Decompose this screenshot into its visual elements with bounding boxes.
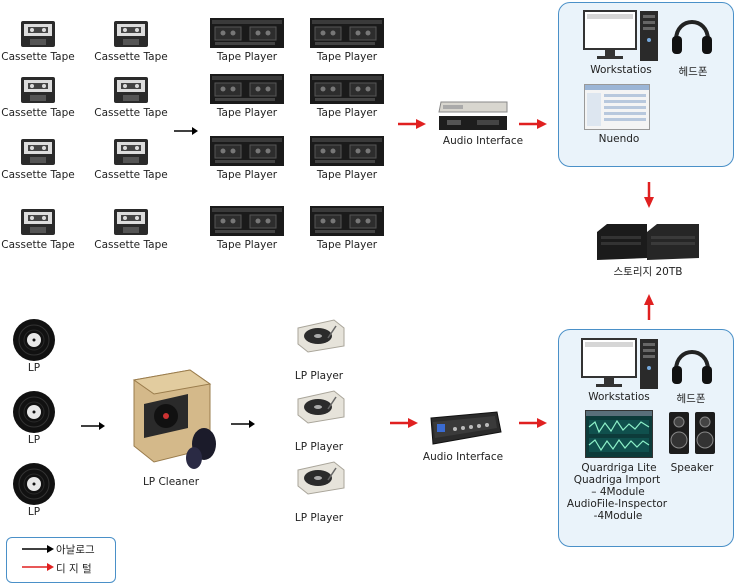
tape-player-label: Tape Player [316,239,378,251]
audio-interface-device-bottom [427,410,503,446]
legend [6,537,116,583]
cassette-tape-label: Cassette Tape [94,51,168,63]
digital-arrow [519,119,547,129]
cassette-tape-icon [20,138,56,166]
lp-player-icon [294,389,346,425]
tape-player-label: Tape Player [216,169,278,181]
tape-player-icon [210,206,284,236]
software-label-3: – 4Module [591,486,645,498]
lp-player-icon [294,318,346,354]
pc-tower-icon [639,10,659,62]
lp-label: LP [27,362,41,374]
tape-player-label: Tape Player [316,107,378,119]
nuendo-label: Nuendo [598,133,640,145]
monitor-icon [581,338,637,388]
tape-player-icon [310,18,384,48]
tape-player-label: Tape Player [216,107,278,119]
tape-player-icon [310,74,384,104]
cassette-tape-icon [113,20,149,48]
legend-analog-arrow [22,545,54,553]
audio-interface-device-top [437,100,509,132]
headphone-label: 헤드폰 [678,66,708,78]
lp-label: LP [27,434,41,446]
speaker-label: Speaker [670,462,714,474]
audio-interface-label-top: Audio Interface [442,135,524,147]
tape-player-icon [210,74,284,104]
digital-arrow [390,418,418,428]
tape-player-label: Tape Player [216,239,278,251]
cassette-tape-label: Cassette Tape [1,169,75,181]
lp-cleaner-label: LP Cleaner [142,476,200,488]
cassette-tape-icon [113,138,149,166]
speaker-icon [668,410,718,456]
cassette-tape-label: Cassette Tape [94,239,168,251]
monitor-icon [583,10,637,60]
cassette-tape-icon [20,76,56,104]
software-label-4: AudioFile-Inspector [566,498,668,510]
cassette-tape-label: Cassette Tape [1,239,75,251]
cassette-tape-icon [113,76,149,104]
tape-player-label: Tape Player [316,169,378,181]
legend-digital-label: 디 지 털 [56,563,92,575]
lp-player-icon [294,460,346,496]
nuendo-screenshot-icon [584,84,650,130]
cassette-tape-icon [113,208,149,236]
cassette-tape-label: Cassette Tape [94,169,168,181]
storage-icon [595,222,701,262]
analog-arrow [174,127,198,135]
tape-player-label: Tape Player [316,51,378,63]
cassette-tape-label: Cassette Tape [1,107,75,119]
cassette-tape-label: Cassette Tape [1,51,75,63]
vinyl-record-icon [12,318,56,362]
digital-arrow-down [644,182,654,208]
lp-label: LP [27,506,41,518]
audio-interface-label-bottom: Audio Interface [422,451,504,463]
lp-player-label: LP Player [294,370,344,382]
cassette-tape-icon [20,20,56,48]
software-label-2: Quadriga Import [573,474,661,486]
digital-arrow [519,418,547,428]
tape-player-label: Tape Player [216,51,278,63]
tape-player-icon [310,206,384,236]
cassette-tape-label: Cassette Tape [94,107,168,119]
storage-label: 스토리지 20TB [613,266,683,278]
software-label-1: Quardriga Lite [581,462,657,474]
lp-player-label: LP Player [294,441,344,453]
digital-arrow [398,119,426,129]
vinyl-record-icon [12,390,56,434]
headphone-label: 헤드폰 [676,393,706,405]
software-label-5: -4Module [593,510,643,522]
quadriga-screenshot-icon [585,410,653,458]
digital-arrow-up [644,294,654,320]
vinyl-record-icon [12,462,56,506]
pc-tower-icon [639,338,659,390]
tape-player-icon [210,18,284,48]
workstation-label: Workstatios [590,64,652,76]
tape-player-icon [310,136,384,166]
legend-digital-arrow [22,563,54,571]
lp-cleaner-icon [130,366,226,472]
headphone-icon [671,10,713,56]
workstation-label: Workstatios [588,391,650,403]
analog-arrow [81,422,105,430]
lp-player-label: LP Player [294,512,344,524]
cassette-tape-icon [20,208,56,236]
analog-arrow [231,420,255,428]
legend-analog-label: 아날로그 [56,544,95,556]
tape-player-icon [210,136,284,166]
headphone-icon [671,340,713,386]
